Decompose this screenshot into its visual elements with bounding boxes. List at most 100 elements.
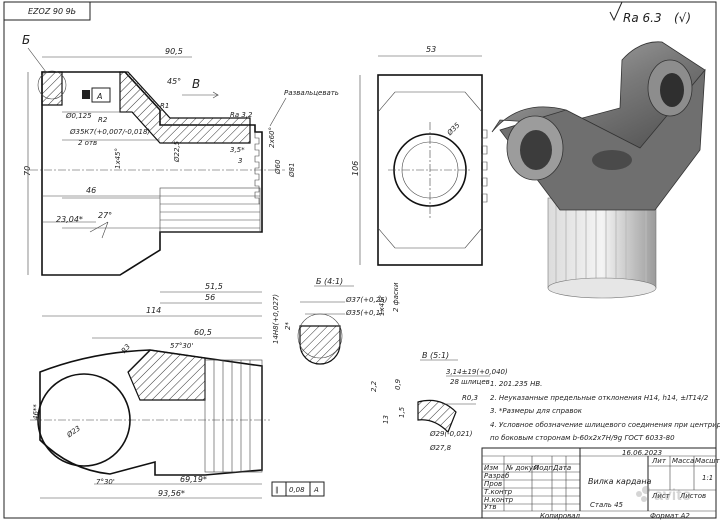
svg-text:∥: ∥ (275, 486, 279, 494)
dim-d23: Ø23 (65, 424, 82, 439)
dim-r2: R2 (98, 116, 108, 124)
tolerance-frame: ∥ 0,08 А (271, 481, 325, 497)
detail-b: Б (4:1) Ø37(+0,25) Ø35(+0,1) 14Н8(+0,027… (272, 277, 400, 365)
dim-56: 56 (205, 293, 215, 302)
title-block: 16.06.2023 Вилка кардана Сталь 45 Лит Ма… (481, 447, 720, 520)
dim-60-5: 60,5 (194, 328, 212, 337)
note-4: 4. Условное обозначение шлицевого соедин… (490, 421, 720, 429)
dim-r3: R3 (120, 343, 132, 355)
dim-hole-35k7: Ø35К7(+0,007/-0,018) (69, 128, 150, 136)
detail-v-13: 13 (382, 415, 390, 424)
tb-lit: Лит (651, 457, 667, 465)
tb-mass: Масса (672, 457, 694, 465)
tb-sheet: Лист (651, 492, 671, 500)
detail-v-t3: 3,14±19(+0,040) (446, 368, 508, 376)
note-3: 3. *Размеры для справок (490, 407, 583, 415)
avito-watermark: avito (636, 486, 692, 504)
dim-46: 46 (86, 186, 96, 195)
note-1: 1. 201.235 НВ. (490, 380, 542, 388)
dim-70: 70 (23, 166, 32, 176)
tb-format: Формат А2 (650, 512, 690, 520)
detail-v-15: 1,5 (398, 406, 406, 418)
tb-scale-h: Масштаб (695, 457, 720, 465)
detail-v-r03: R0,3 (462, 394, 478, 402)
dim-90-5: 90,5 (165, 47, 183, 56)
detail-v-22: 2,2 (370, 380, 378, 392)
watermark-text: avito (654, 487, 692, 504)
label-b: Б (22, 33, 30, 47)
side-view: 53 106 Ø35 (351, 45, 488, 266)
main-section-view: Б В A 90,5 45° R1 R2 Ø0,125 Ø35К7(+0,007… (22, 33, 339, 317)
detail-v: В (5:1) 3,14±19(+0,040) 28 шлицев R0,3 Ø… (370, 351, 508, 452)
detail-v-09: 0,9 (394, 378, 402, 390)
tol-datum: А (313, 486, 319, 494)
dim-23-04: 23,04* (56, 215, 83, 224)
note-2: 2. Неуказанные предельные отклонения Н14… (490, 394, 709, 402)
dim-2-holes: 2 отв (78, 139, 97, 147)
yoke-3d-render (491, 41, 706, 299)
dim-22-5: Ø22,5 (173, 140, 181, 163)
detail-b-2: 2* (284, 322, 292, 330)
tb-row-tkontr: Т.контр (484, 488, 513, 496)
tb-row-izm: Изм (484, 464, 499, 472)
dim-1x45: 1х45° (114, 148, 122, 169)
tb-row-razrab: Разраб (484, 472, 510, 480)
dim-106: 106 (351, 161, 360, 176)
tb-row-prov: Пров (484, 480, 502, 488)
label-v: В (192, 77, 200, 91)
note-4b: по боковым сторонам b-60х2х7H/9g ГОСТ 60… (490, 434, 675, 442)
detail-b-title: Б (4:1) (316, 277, 343, 286)
tb-col-sign: Подп (534, 464, 553, 472)
roughness-mark: Ra 6.3 (√) (609, 1, 691, 25)
tb-copied: Копировал (540, 512, 581, 520)
dim-46-bottom: 46** (32, 404, 40, 420)
tb-row-nkontr: Н.контр (484, 496, 514, 504)
detail-b-1x45: 1х45° (378, 295, 386, 316)
detail-b-d35: Ø35(+0,1) (345, 309, 383, 317)
roughness-suffix: (√) (674, 11, 691, 25)
dim-r1: R1 (160, 102, 169, 110)
dim-114: 114 (146, 306, 161, 315)
dim-51-5: 51,5 (205, 282, 223, 291)
dim-69-19: 69,19* (180, 475, 207, 484)
dim-57deg: 57°30' (170, 342, 193, 350)
tb-row-utv: Утв (484, 503, 496, 511)
dim-d35-side: Ø35 (445, 121, 462, 138)
detail-b-d37: Ø37(+0,25) (345, 296, 388, 304)
dim-45deg: 45° (167, 77, 181, 86)
shaft-splines (159, 187, 261, 233)
technical-notes: 1. 201.235 НВ. 2. Неуказанные предельные… (490, 380, 720, 442)
tb-part-name: Вилка кардана (588, 477, 652, 486)
dim-tol-0125: Ø0,125 (65, 112, 92, 120)
tb-col-date: Дата (552, 464, 571, 472)
detail-b-2fas: 2 фаски (392, 282, 400, 312)
dim-3-5: 3,5* (230, 146, 245, 154)
dim-7deg: 7°30' (96, 478, 115, 486)
detail-b-h14: 14Н8(+0,027) (272, 294, 280, 344)
dim-2x60: 2х60° (268, 127, 276, 148)
svg-text:A: A (96, 92, 102, 101)
detail-v-d278: Ø27,8 (429, 444, 452, 452)
tb-col-doc: № докум (505, 464, 539, 472)
tb-scale: 1:1 (702, 474, 713, 482)
detail-v-t28: 28 шлицев (450, 378, 490, 386)
dim-27deg: 27° (98, 211, 112, 220)
dim-d60: Ø60 (274, 159, 282, 175)
roughness-value: Ra 6.3 (623, 11, 662, 25)
plan-view: 60,5 R3 57°30' Ø23 46** 7°30' 69,19* 93,… (30, 328, 325, 499)
sheet-frame (3, 1, 717, 519)
tol-value: 0,08 (289, 486, 305, 494)
note-razvaltsevat: Развальцевать (284, 89, 339, 97)
dim-d81: Ø81 (288, 163, 296, 178)
tb-date: 16.06.2023 (622, 449, 662, 457)
rotated-stamp: ЕZОZ 90 9Ь (3, 1, 91, 21)
detail-v-title: В (5:1) (422, 351, 449, 360)
stamp-text: ЕZОZ 90 9Ь (28, 7, 76, 16)
dim-ra32: Ra 3,2 (230, 111, 253, 119)
tb-material: Сталь 45 (590, 501, 624, 509)
detail-v-d29: Ø29(-0,021) (429, 430, 473, 438)
dim-3: 3 (238, 157, 242, 165)
tb-sheets: Листов (679, 492, 706, 500)
dim-53: 53 (426, 45, 436, 54)
